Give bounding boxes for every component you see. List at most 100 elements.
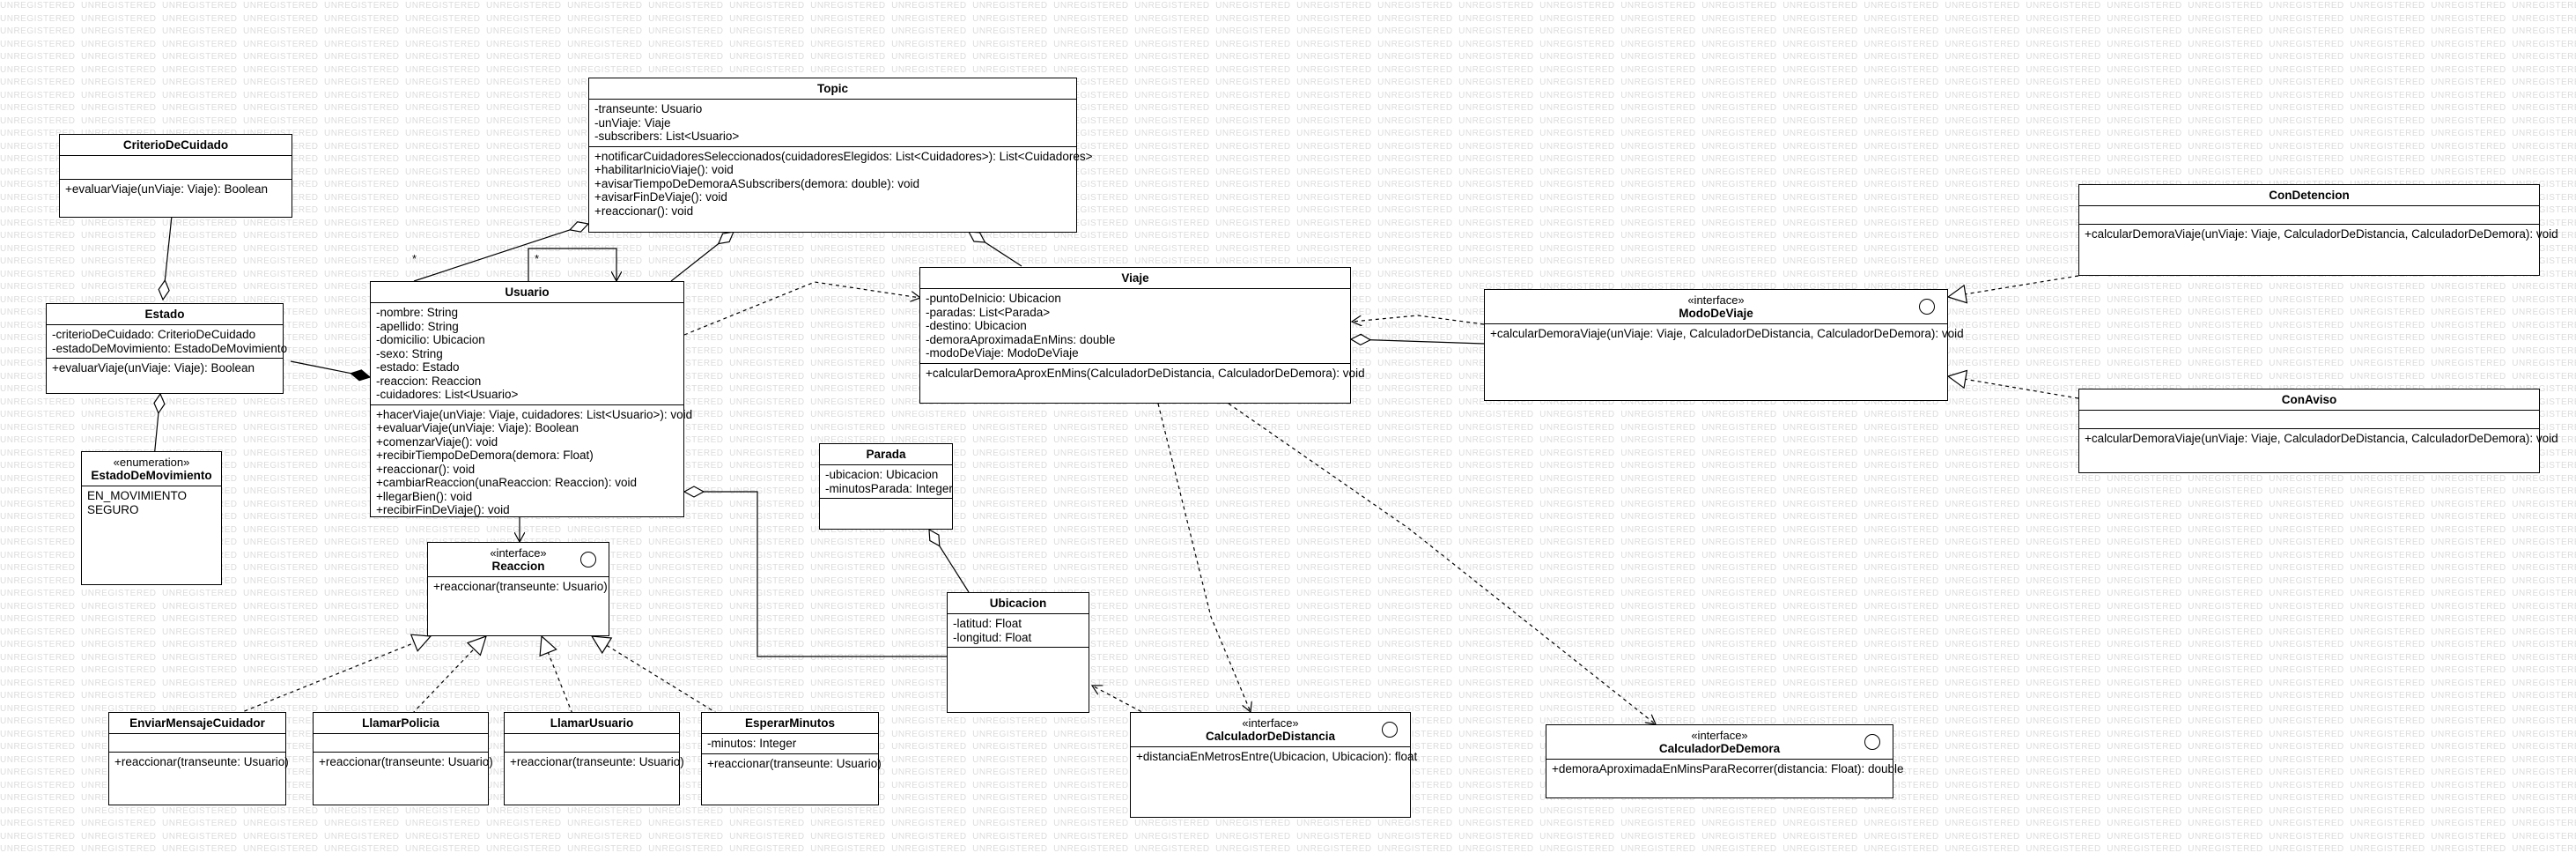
class-con-detencion[interactable]: ConDetencion +calcularDemoraViaje(unViaj… xyxy=(2078,184,2558,276)
class-name: ConAviso xyxy=(2281,393,2337,406)
edge-topic-viaje xyxy=(969,232,1022,267)
class-member: +distanciaEnMetrosEntre(Ubicacion, Ubica… xyxy=(1136,750,1418,763)
operations-section: +notificarCuidadoresSeleccionados(cuidad… xyxy=(589,145,1092,221)
class-member: -minutosParada: Integer xyxy=(825,481,953,495)
class-member: +recibirTiempoDeDemora(demora: Float) xyxy=(376,449,594,462)
class-usuario[interactable]: Usuario -nombre: String-apellido: String… xyxy=(370,281,693,520)
class-member: -minutos: Integer xyxy=(707,737,797,750)
class-llamar-usuario[interactable]: LlamarUsuario +reaccionar(transeunte: Us… xyxy=(504,712,684,805)
class-member: -subscribers: List<Usuario> xyxy=(594,130,740,143)
edge-calcdist-ubicacion xyxy=(1092,686,1155,719)
class-name: EsperarMinutos xyxy=(744,716,836,730)
edge-modo-viaje-dep xyxy=(1352,315,1485,324)
edge-enviar-reaccion xyxy=(237,636,431,715)
class-name: Reaccion xyxy=(491,560,545,573)
operations-section: +distanciaEnMetrosEntre(Ubicacion, Ubica… xyxy=(1131,746,1418,767)
class-member: -estado: Estado xyxy=(376,360,460,374)
class-topic[interactable]: Topic -transeunte: Usuario-unViaje: Viaj… xyxy=(588,78,1092,233)
class-header: «interface» CalculadorDeDemora xyxy=(1546,725,1893,759)
class-viaje[interactable]: Viaje -puntoDeInicio: Ubicacion-paradas:… xyxy=(919,267,1365,404)
interface-modo-de-viaje[interactable]: «interface» ModoDeViaje +calcularDemoraV… xyxy=(1484,289,1964,401)
class-member: +evaluarViaje(unViaje: Viaje): Boolean xyxy=(52,361,255,375)
edge-viaje-modo xyxy=(1351,339,1485,344)
class-estado[interactable]: Estado -criterioDeCuidado: CriterioDeCui… xyxy=(46,303,287,394)
class-member: -longitud: Float xyxy=(953,630,1032,644)
class-header: Estado xyxy=(47,304,283,324)
class-name: EstadoDeMovimiento xyxy=(91,469,212,482)
class-name: Usuario xyxy=(505,286,550,299)
class-member: -criterioDeCuidado: CriterioDeCuidado xyxy=(52,328,256,341)
operations-section xyxy=(948,647,1089,706)
class-member: -apellido: String xyxy=(376,319,459,333)
edge-viaje-calcdemora xyxy=(1228,403,1656,724)
class-header: LlamarUsuario xyxy=(505,713,679,733)
stereotype-label: «interface» xyxy=(490,546,547,560)
stereotype-label: «interface» xyxy=(1242,716,1299,730)
class-parada[interactable]: Parada -ubicacion: Ubicacion-minutosPara… xyxy=(819,443,953,530)
attributes-section xyxy=(314,733,488,752)
operations-section: +calcularDemoraViaje(unViaje: Viaje, Cal… xyxy=(1485,323,1964,344)
attributes-section: -ubicacion: Ubicacion-minutosParada: Int… xyxy=(820,464,953,498)
class-member: -puntoDeInicio: Ubicacion xyxy=(926,292,1061,305)
class-header: Topic xyxy=(589,78,1076,99)
operations-section: +reaccionar(transeunte: Usuario) xyxy=(314,752,493,772)
edge-usuario-estado xyxy=(290,360,370,377)
attributes-section: -puntoDeInicio: Ubicacion-paradas: List<… xyxy=(920,288,1350,363)
operations-section: +reaccionar(transeunte: Usuario) xyxy=(505,752,684,772)
attributes-section: -transeunte: Usuario-unViaje: Viaje-subs… xyxy=(589,99,1076,146)
class-member: +calcularDemoraViaje(unViaje: Viaje, Cal… xyxy=(2085,432,2558,445)
class-name: ConDetencion xyxy=(2269,189,2350,202)
enum-estado-de-movimiento[interactable]: «enumeration» EstadoDeMovimiento EN_MOVI… xyxy=(81,451,222,585)
class-criterio-de-cuidado[interactable]: CriterioDeCuidado +evaluarViaje(unViaje:… xyxy=(59,134,292,218)
class-con-aviso[interactable]: ConAviso +calcularDemoraViaje(unViaje: V… xyxy=(2078,389,2558,473)
class-header: Ubicacion xyxy=(948,593,1089,613)
class-header: ConDetencion xyxy=(2079,185,2539,205)
class-llamar-policia[interactable]: LlamarPolicia +reaccionar(transeunte: Us… xyxy=(313,712,493,805)
class-enviar-mensaje-cuidador[interactable]: EnviarMensajeCuidador +reaccionar(transe… xyxy=(108,712,289,805)
operations-section: +calcularDemoraViaje(unViaje: Viaje, Cal… xyxy=(2079,428,2558,449)
interface-icon xyxy=(580,552,596,567)
operations-section: +reaccionar(transeunte: Usuario) xyxy=(702,753,882,774)
operations-section xyxy=(820,498,952,522)
class-header: EnviarMensajeCuidador xyxy=(109,713,285,733)
class-member: +recibirFinDeViaje(): void xyxy=(376,503,510,516)
class-name: Viaje xyxy=(1121,271,1149,285)
class-member: -cuidadores: List<Usuario> xyxy=(376,388,519,401)
operations-section: +demoraAproximadaEnMinsParaRecorrer(dist… xyxy=(1546,759,1904,779)
class-member: +evaluarViaje(unViaje: Viaje): Boolean xyxy=(65,182,269,196)
class-member: +hacerViaje(unViaje: Viaje, cuidadores: … xyxy=(376,407,693,421)
class-member: +reaccionar(transeunte: Usuario) xyxy=(510,755,684,768)
class-esperar-minutos[interactable]: EsperarMinutos -minutos: Integer +reacci… xyxy=(701,712,882,805)
class-name: EnviarMensajeCuidador xyxy=(129,716,265,730)
class-header: «interface» CalculadorDeDistancia xyxy=(1131,713,1410,746)
operations-section: +calcularDemoraAproxEnMins(CalculadorDeD… xyxy=(920,362,1365,383)
operations-section: +reaccionar(transeunte: Usuario) xyxy=(109,752,289,772)
class-member: +avisarTiempoDeDemoraASubscribers(demora… xyxy=(594,176,920,190)
class-header: Viaje xyxy=(920,268,1350,288)
class-header: «interface» ModoDeViaje xyxy=(1485,290,1947,323)
edge-topic-usuario-1 xyxy=(413,224,588,282)
interface-calculador-de-demora[interactable]: «interface» CalculadorDeDemora +demoraAp… xyxy=(1546,724,1904,798)
edge-condetencion-modo xyxy=(1948,275,2079,297)
stereotype-label: «enumeration» xyxy=(113,456,190,469)
class-member: +evaluarViaje(unViaje: Viaje): Boolean xyxy=(376,421,579,434)
class-member: -modoDeViaje: ModoDeViaje xyxy=(926,346,1079,360)
class-ubicacion[interactable]: Ubicacion -latitud: Float-longitud: Floa… xyxy=(947,592,1089,713)
operations-section: +hacerViaje(unViaje: Viaje, cuidadores: … xyxy=(371,404,693,520)
class-member: -latitud: Float xyxy=(953,617,1022,630)
operations-section: +evaluarViaje(unViaje: Viaje): Boolean xyxy=(60,179,292,199)
edge-estado-estadomov xyxy=(154,394,160,459)
class-member: +llegarBien(): void xyxy=(376,489,473,503)
edge-estado-criterio xyxy=(163,215,173,300)
stereotype-label: «interface» xyxy=(1691,729,1748,742)
class-member: EN_MOVIMIENTO xyxy=(87,489,188,502)
interface-calculador-de-distancia[interactable]: «interface» CalculadorDeDistancia +dista… xyxy=(1130,712,1418,818)
class-name: CriterioDeCuidado xyxy=(122,138,229,152)
class-header: «interface» Reaccion xyxy=(428,543,609,576)
class-header: LlamarPolicia xyxy=(314,713,488,733)
interface-reaccion[interactable]: «interface» Reaccion +reaccionar(transeu… xyxy=(427,542,609,636)
class-member: +comenzarViaje(): void xyxy=(376,434,498,449)
edge-llamarpolicia-reaccion xyxy=(411,636,486,715)
class-header: CriterioDeCuidado xyxy=(60,135,292,155)
